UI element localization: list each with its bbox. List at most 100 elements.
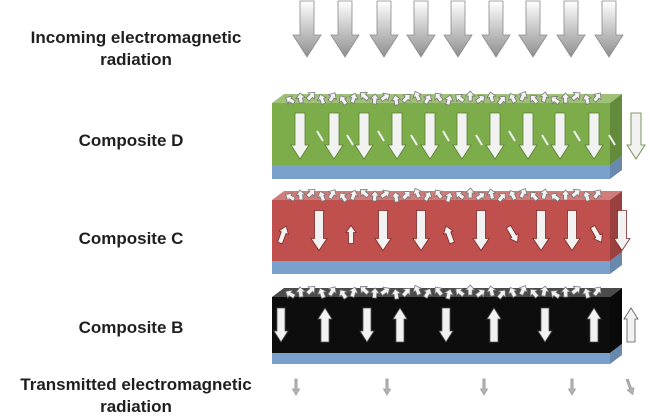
surface-arrow [455, 288, 466, 298]
composite-b-label: Composite B [78, 318, 184, 337]
transmitted-arrow [291, 378, 301, 396]
internal-arrow [290, 112, 310, 160]
surface-arrow [496, 192, 506, 203]
surface-arrow [518, 90, 528, 102]
internal-arrow [452, 112, 472, 160]
surface-arrow [412, 187, 423, 199]
surface-arrow [518, 284, 528, 296]
surface-arrow [496, 95, 506, 106]
internal-arrow [324, 112, 344, 160]
surface-arrow [570, 92, 581, 102]
incoming-arrow [443, 0, 473, 58]
surface-arrow [518, 187, 528, 199]
surface-arrow [570, 189, 581, 199]
internal-arrow [443, 225, 455, 245]
surface-arrow [486, 285, 497, 297]
substrate-strip [272, 261, 610, 274]
incoming-arrow [481, 0, 511, 58]
substrate-side-face [610, 344, 622, 364]
composite-c-label: Composite C [78, 229, 184, 248]
surface-arrow [434, 286, 444, 297]
surface-arrow [305, 286, 316, 296]
incoming-arrow [518, 0, 548, 58]
surface-arrow [560, 92, 572, 104]
transmitted-arrow [479, 378, 489, 396]
composite-b-layer [272, 284, 639, 364]
internal-arrow [532, 210, 550, 252]
scatter-mark [608, 134, 616, 146]
surface-arrow [401, 93, 411, 104]
substrate-side-face [610, 252, 622, 274]
surface-arrow [348, 286, 359, 298]
surface-arrow [369, 190, 381, 202]
surface-arrow [316, 287, 327, 299]
surface-arrow [338, 95, 349, 106]
internal-arrow [486, 307, 502, 343]
surface-arrow [379, 286, 391, 296]
surface-arrow [338, 192, 349, 203]
internal-arrow [518, 112, 538, 160]
incoming-arrow [594, 0, 624, 58]
composite-d-layer [272, 90, 646, 179]
internal-arrow [387, 112, 407, 160]
surface-arrow [581, 190, 593, 202]
surface-arrow [359, 92, 370, 102]
surface-arrow [592, 286, 602, 297]
scatter-mark [573, 130, 581, 142]
surface-arrow [359, 189, 370, 199]
surface-arrow [464, 187, 476, 199]
surface-arrow [390, 191, 402, 203]
surface-arrow [560, 286, 572, 298]
scatter-mark [541, 134, 549, 146]
substrate-strip [272, 353, 610, 364]
substrate-strip [272, 165, 610, 179]
surface-arrow [529, 94, 540, 105]
surface-arrow [412, 284, 423, 296]
surface-arrow [338, 289, 349, 300]
surface-arrow [507, 189, 518, 201]
internal-arrow [584, 112, 604, 160]
incoming-label-line1: Incoming electromagnetic [30, 28, 242, 47]
transmitted-label-line2: radiation [100, 397, 172, 416]
layer-front-face [272, 103, 610, 165]
internal-arrow [345, 224, 357, 244]
surface-arrow [305, 92, 316, 102]
surface-arrow [539, 91, 550, 103]
incoming-arrow [330, 0, 360, 58]
transmitted-arrow [382, 378, 392, 396]
internal-arrow [420, 112, 440, 160]
internal-arrow [354, 112, 374, 160]
internal-arrow [277, 225, 289, 245]
internal-arrow [392, 307, 408, 343]
layer-side-face [610, 288, 622, 353]
transmitted-arrows [291, 378, 635, 396]
surface-arrow [316, 190, 327, 202]
surface-arrow [369, 287, 381, 299]
internal-arrow [273, 307, 289, 343]
scatter-mark [410, 134, 418, 146]
surface-arrow [295, 92, 307, 104]
surface-arrow [434, 92, 444, 103]
surface-arrow [496, 289, 506, 300]
internal-arrow [412, 210, 430, 252]
surface-arrow [316, 93, 327, 105]
surface-arrow [507, 286, 518, 298]
incoming-arrow [406, 0, 436, 58]
scatter-mark [475, 134, 483, 146]
surface-arrow [475, 288, 486, 299]
substrate-side-face [610, 156, 622, 179]
surface-arrow [285, 192, 296, 202]
surface-arrow [422, 94, 433, 105]
incoming-radiation-label: Incoming electromagnetic radiation [0, 27, 272, 71]
surface-arrow [560, 189, 572, 201]
surface-arrow [422, 288, 433, 299]
surface-arrow [539, 285, 550, 297]
surface-arrow [581, 287, 593, 299]
incoming-arrow [369, 0, 399, 58]
surface-arrow [285, 289, 296, 299]
surface-arrow [327, 286, 337, 297]
surface-arrow [443, 288, 455, 300]
transmitted-radiation-label: Transmitted electromagnetic radiation [0, 374, 272, 418]
surface-arrow [359, 286, 370, 296]
surface-arrow [327, 92, 337, 103]
